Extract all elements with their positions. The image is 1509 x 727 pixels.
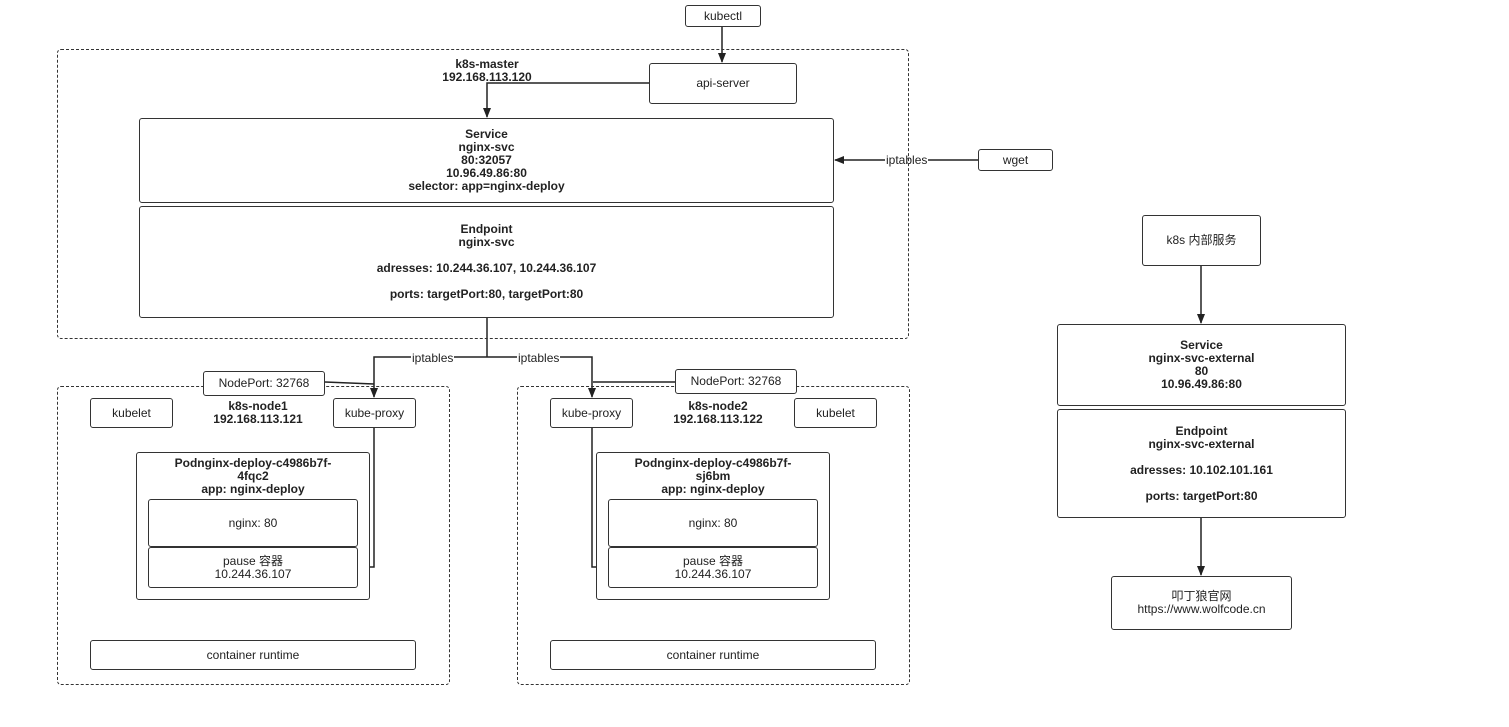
endpoint-name: nginx-svc — [458, 235, 515, 249]
node1-nginx-label: nginx: 80 — [228, 515, 278, 530]
node2-nginx-label: nginx: 80 — [688, 515, 738, 530]
endpoint-addresses: adresses: 10.244.36.107, 10.244.36.107 — [376, 261, 597, 275]
ext-endpoint-addresses: adresses: 10.102.101.161 — [1130, 462, 1273, 477]
kubectl-node[interactable]: kubectl — [685, 5, 761, 27]
node1-container-runtime[interactable]: container runtime — [90, 640, 416, 670]
iptables-label-node2: iptables — [517, 351, 561, 365]
node2-label: k8s-node2 192.168.113.122 — [643, 400, 793, 426]
service-selector: selector: app=nginx-deploy — [408, 179, 565, 193]
node1-pod-label: app: nginx-deploy — [201, 482, 305, 496]
node2-pause-container[interactable]: pause 容器 10.244.36.107 — [608, 547, 818, 588]
ext-service-title: Service — [1180, 338, 1223, 352]
node1-nodeport-label: NodePort: 32768 — [218, 376, 310, 390]
node2-kubelet-label: kubelet — [816, 405, 855, 420]
node1-name: k8s-node1 — [228, 399, 288, 413]
node2-nodeport[interactable]: NodePort: 32768 — [675, 369, 797, 394]
node1-nginx-container[interactable]: nginx: 80 — [148, 499, 358, 547]
node2-pod-name-1: Podnginx-deploy-c4986b7f- — [634, 456, 792, 470]
api-server-label: api-server — [696, 76, 750, 90]
ext-endpoint-name: nginx-svc-external — [1148, 436, 1255, 451]
external-service-node[interactable]: Service nginx-svc-external 80 10.96.49.8… — [1057, 324, 1346, 406]
ext-endpoint-title: Endpoint — [1175, 423, 1228, 438]
node1-pod-name-2: 4fqc2 — [237, 469, 269, 483]
ext-service-cluster-ip: 10.96.49.86:80 — [1161, 377, 1242, 391]
node2-ip: 192.168.113.122 — [673, 412, 763, 426]
master-label: k8s-master 192.168.113.120 — [412, 58, 562, 84]
node2-pod-name-2: sj6bm — [695, 469, 731, 483]
iptables-label-wget: iptables — [885, 153, 929, 167]
endpoint-ports: ports: targetPort:80, targetPort:80 — [389, 287, 584, 301]
node1-kube-proxy-label: kube-proxy — [344, 405, 405, 420]
node2-kubelet[interactable]: kubelet — [794, 398, 877, 428]
node2-pause-label: pause 容器 — [682, 553, 744, 568]
node2-kube-proxy[interactable]: kube-proxy — [550, 398, 633, 428]
node1-pause-label: pause 容器 — [222, 553, 284, 568]
master-ip: 192.168.113.120 — [442, 70, 532, 84]
endpoint-title: Endpoint — [460, 222, 513, 236]
node1-nodeport[interactable]: NodePort: 32768 — [203, 371, 325, 396]
ext-service-port: 80 — [1194, 364, 1209, 378]
internal-service-node[interactable]: k8s 内部服务 — [1142, 215, 1261, 266]
node2-pod-label: app: nginx-deploy — [661, 482, 765, 496]
node1-kubelet-label: kubelet — [112, 405, 151, 420]
master-name: k8s-master — [455, 57, 519, 71]
node2-nginx-container[interactable]: nginx: 80 — [608, 499, 818, 547]
node2-container-runtime[interactable]: container runtime — [550, 640, 876, 670]
node1-pod-name-1: Podnginx-deploy-c4986b7f- — [174, 456, 332, 470]
external-endpoint-node[interactable]: Endpoint nginx-svc-external adresses: 10… — [1057, 409, 1346, 518]
node2-name: k8s-node2 — [688, 399, 748, 413]
service-node[interactable]: Service nginx-svc 80:32057 10.96.49.86:8… — [139, 118, 834, 203]
node2-pause-ip: 10.244.36.107 — [674, 566, 752, 581]
wget-label: wget — [1002, 152, 1029, 167]
endpoint-node[interactable]: Endpoint nginx-svc adresses: 10.244.36.1… — [139, 206, 834, 318]
node1-pause-container[interactable]: pause 容器 10.244.36.107 — [148, 547, 358, 588]
api-server-node[interactable]: api-server — [649, 63, 797, 104]
site-url: https://www.wolfcode.cn — [1137, 602, 1266, 616]
kubectl-label: kubectl — [703, 8, 743, 23]
service-title: Service — [465, 127, 508, 141]
iptables-label-node1: iptables — [411, 351, 455, 365]
node2-kube-proxy-label: kube-proxy — [561, 405, 622, 420]
external-site-node[interactable]: 叩丁狼官网 https://www.wolfcode.cn — [1111, 576, 1292, 630]
edge-apiserver-service — [483, 82, 649, 118]
node1-label: k8s-node1 192.168.113.121 — [183, 400, 333, 426]
internal-service-label: k8s 内部服务 — [1166, 233, 1237, 247]
service-ports: 80:32057 — [461, 153, 512, 167]
wget-node[interactable]: wget — [978, 149, 1053, 171]
node2-nodeport-label: NodePort: 32768 — [690, 374, 782, 388]
service-name: nginx-svc — [458, 140, 515, 154]
node2-runtime-label: container runtime — [666, 647, 760, 662]
master-node-group — [57, 49, 909, 339]
ext-service-name: nginx-svc-external — [1148, 351, 1255, 365]
node1-pause-ip: 10.244.36.107 — [214, 566, 292, 581]
node1-kubelet[interactable]: kubelet — [90, 398, 173, 428]
ext-endpoint-ports: ports: targetPort:80 — [1145, 488, 1258, 503]
node1-runtime-label: container runtime — [206, 647, 300, 662]
node1-ip: 192.168.113.121 — [213, 412, 303, 426]
node1-kube-proxy[interactable]: kube-proxy — [333, 398, 416, 428]
site-name: 叩丁狼官网 — [1171, 589, 1232, 603]
edge-nodeport1-proxy — [324, 381, 375, 385]
service-cluster-ip: 10.96.49.86:80 — [446, 166, 527, 180]
